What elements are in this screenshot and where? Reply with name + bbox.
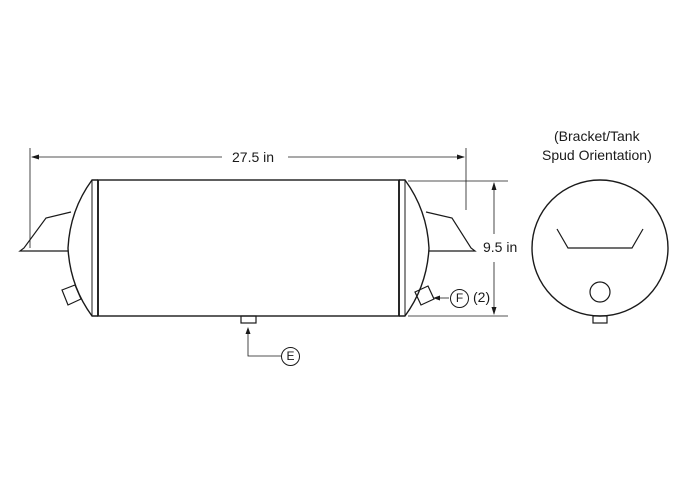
callout-f-leader (433, 295, 449, 301)
callout-e-leader (245, 327, 281, 357)
callout-f-quantity: (2) (473, 289, 491, 305)
tank-side-view (67, 179, 430, 317)
tank-end-view (531, 179, 669, 324)
diameter-label: 9.5 in (483, 239, 518, 255)
right-mounting-bracket (425, 211, 477, 252)
callout-e: E (281, 347, 300, 366)
right-spud (414, 285, 435, 306)
left-mounting-bracket (18, 211, 72, 252)
length-label: 27.5 in (232, 149, 275, 165)
end-view-caption-line2: Spud Orientation) (542, 147, 652, 163)
bottom-spud (240, 315, 257, 324)
callout-f: F (450, 289, 469, 308)
diameter-dimension (408, 180, 508, 317)
end-view-caption-line1: (Bracket/Tank (554, 128, 640, 144)
left-spud (61, 284, 82, 306)
length-dimension (29, 148, 467, 248)
